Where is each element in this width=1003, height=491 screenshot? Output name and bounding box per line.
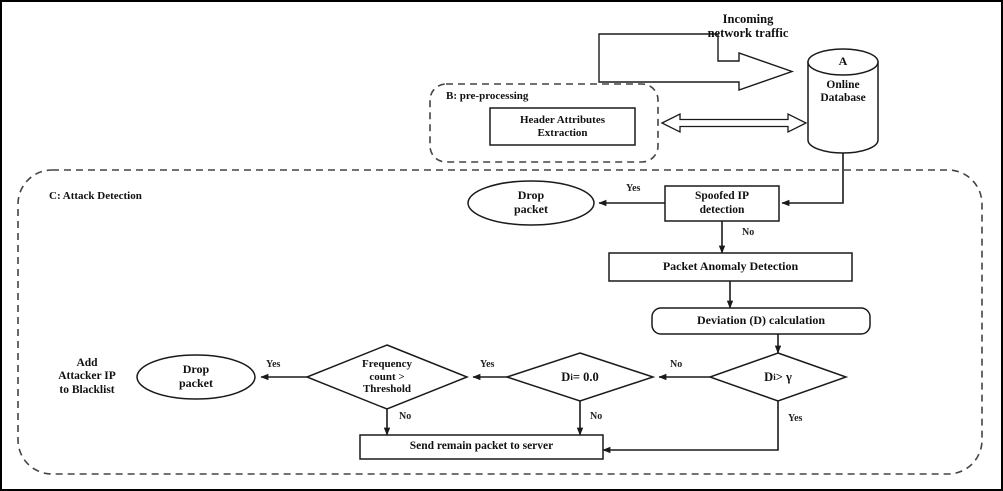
decision-zero-rest: = 0.0 bbox=[572, 369, 599, 384]
decision-zero-subscript: i bbox=[570, 371, 573, 382]
incoming-traffic-block-arrow bbox=[598, 33, 795, 91]
edge-label-frequency-yes: Yes bbox=[266, 359, 281, 370]
deviation-box bbox=[651, 307, 871, 335]
database-cylinder-body bbox=[807, 61, 879, 154]
edge-label-zero-no: No bbox=[590, 411, 603, 422]
section-c-boundary bbox=[17, 169, 983, 475]
edge-label-spoofed-yes: Yes bbox=[626, 183, 641, 194]
spoofed-ip-box bbox=[664, 185, 780, 222]
send-remain-box bbox=[359, 434, 604, 460]
database-tag-label: A bbox=[838, 54, 848, 69]
packet-anomaly-label: Packet Anomaly Detection bbox=[662, 259, 799, 274]
edge-gamma-yes-to-send bbox=[602, 401, 779, 454]
section-b-boundary bbox=[429, 83, 659, 163]
drop-packet-top-label: Drop packet bbox=[514, 188, 548, 216]
section-b-label: B: pre-processing bbox=[446, 90, 529, 102]
decision-gamma-rest: > γ bbox=[775, 369, 792, 384]
header-extraction-label: Header Attributes Extraction bbox=[519, 113, 606, 139]
add-blacklist-label: Add Attacker IP to Blacklist bbox=[58, 357, 116, 396]
send-remain-label: Send remain packet to server bbox=[409, 440, 554, 453]
incoming-traffic-label: Incoming network traffic bbox=[707, 11, 789, 40]
decision-gamma-subscript: i bbox=[773, 371, 776, 382]
decision-zero-var: D bbox=[561, 369, 571, 384]
spoofed-ip-label: Spoofed IP detection bbox=[695, 190, 749, 216]
header-extraction-box bbox=[489, 107, 636, 146]
decision-frequency-label: Frequency count > Threshold bbox=[362, 358, 412, 396]
deviation-label: Deviation (D) calculation bbox=[697, 313, 825, 328]
drop-packet-bottom-ellipse bbox=[136, 354, 256, 400]
section-c-label: C: Attack Detection bbox=[49, 190, 142, 202]
drop-packet-bottom-label: Drop packet bbox=[179, 362, 213, 390]
edge-database-to-spoofed bbox=[781, 153, 844, 207]
database-label: Online Database bbox=[820, 78, 866, 104]
decision-gamma-var: D bbox=[764, 369, 774, 384]
edge-label-spoofed-no: No bbox=[742, 227, 755, 238]
drop-packet-top-ellipse bbox=[467, 180, 595, 226]
edge-label-gamma-no: No bbox=[670, 359, 683, 370]
bidirectional-block-arrow bbox=[660, 112, 808, 134]
edge-label-gamma-yes: Yes bbox=[788, 413, 803, 424]
database-cylinder-top bbox=[807, 48, 879, 76]
edge-label-frequency-no: No bbox=[399, 411, 412, 422]
edge-label-zero-yes: Yes bbox=[480, 359, 495, 370]
